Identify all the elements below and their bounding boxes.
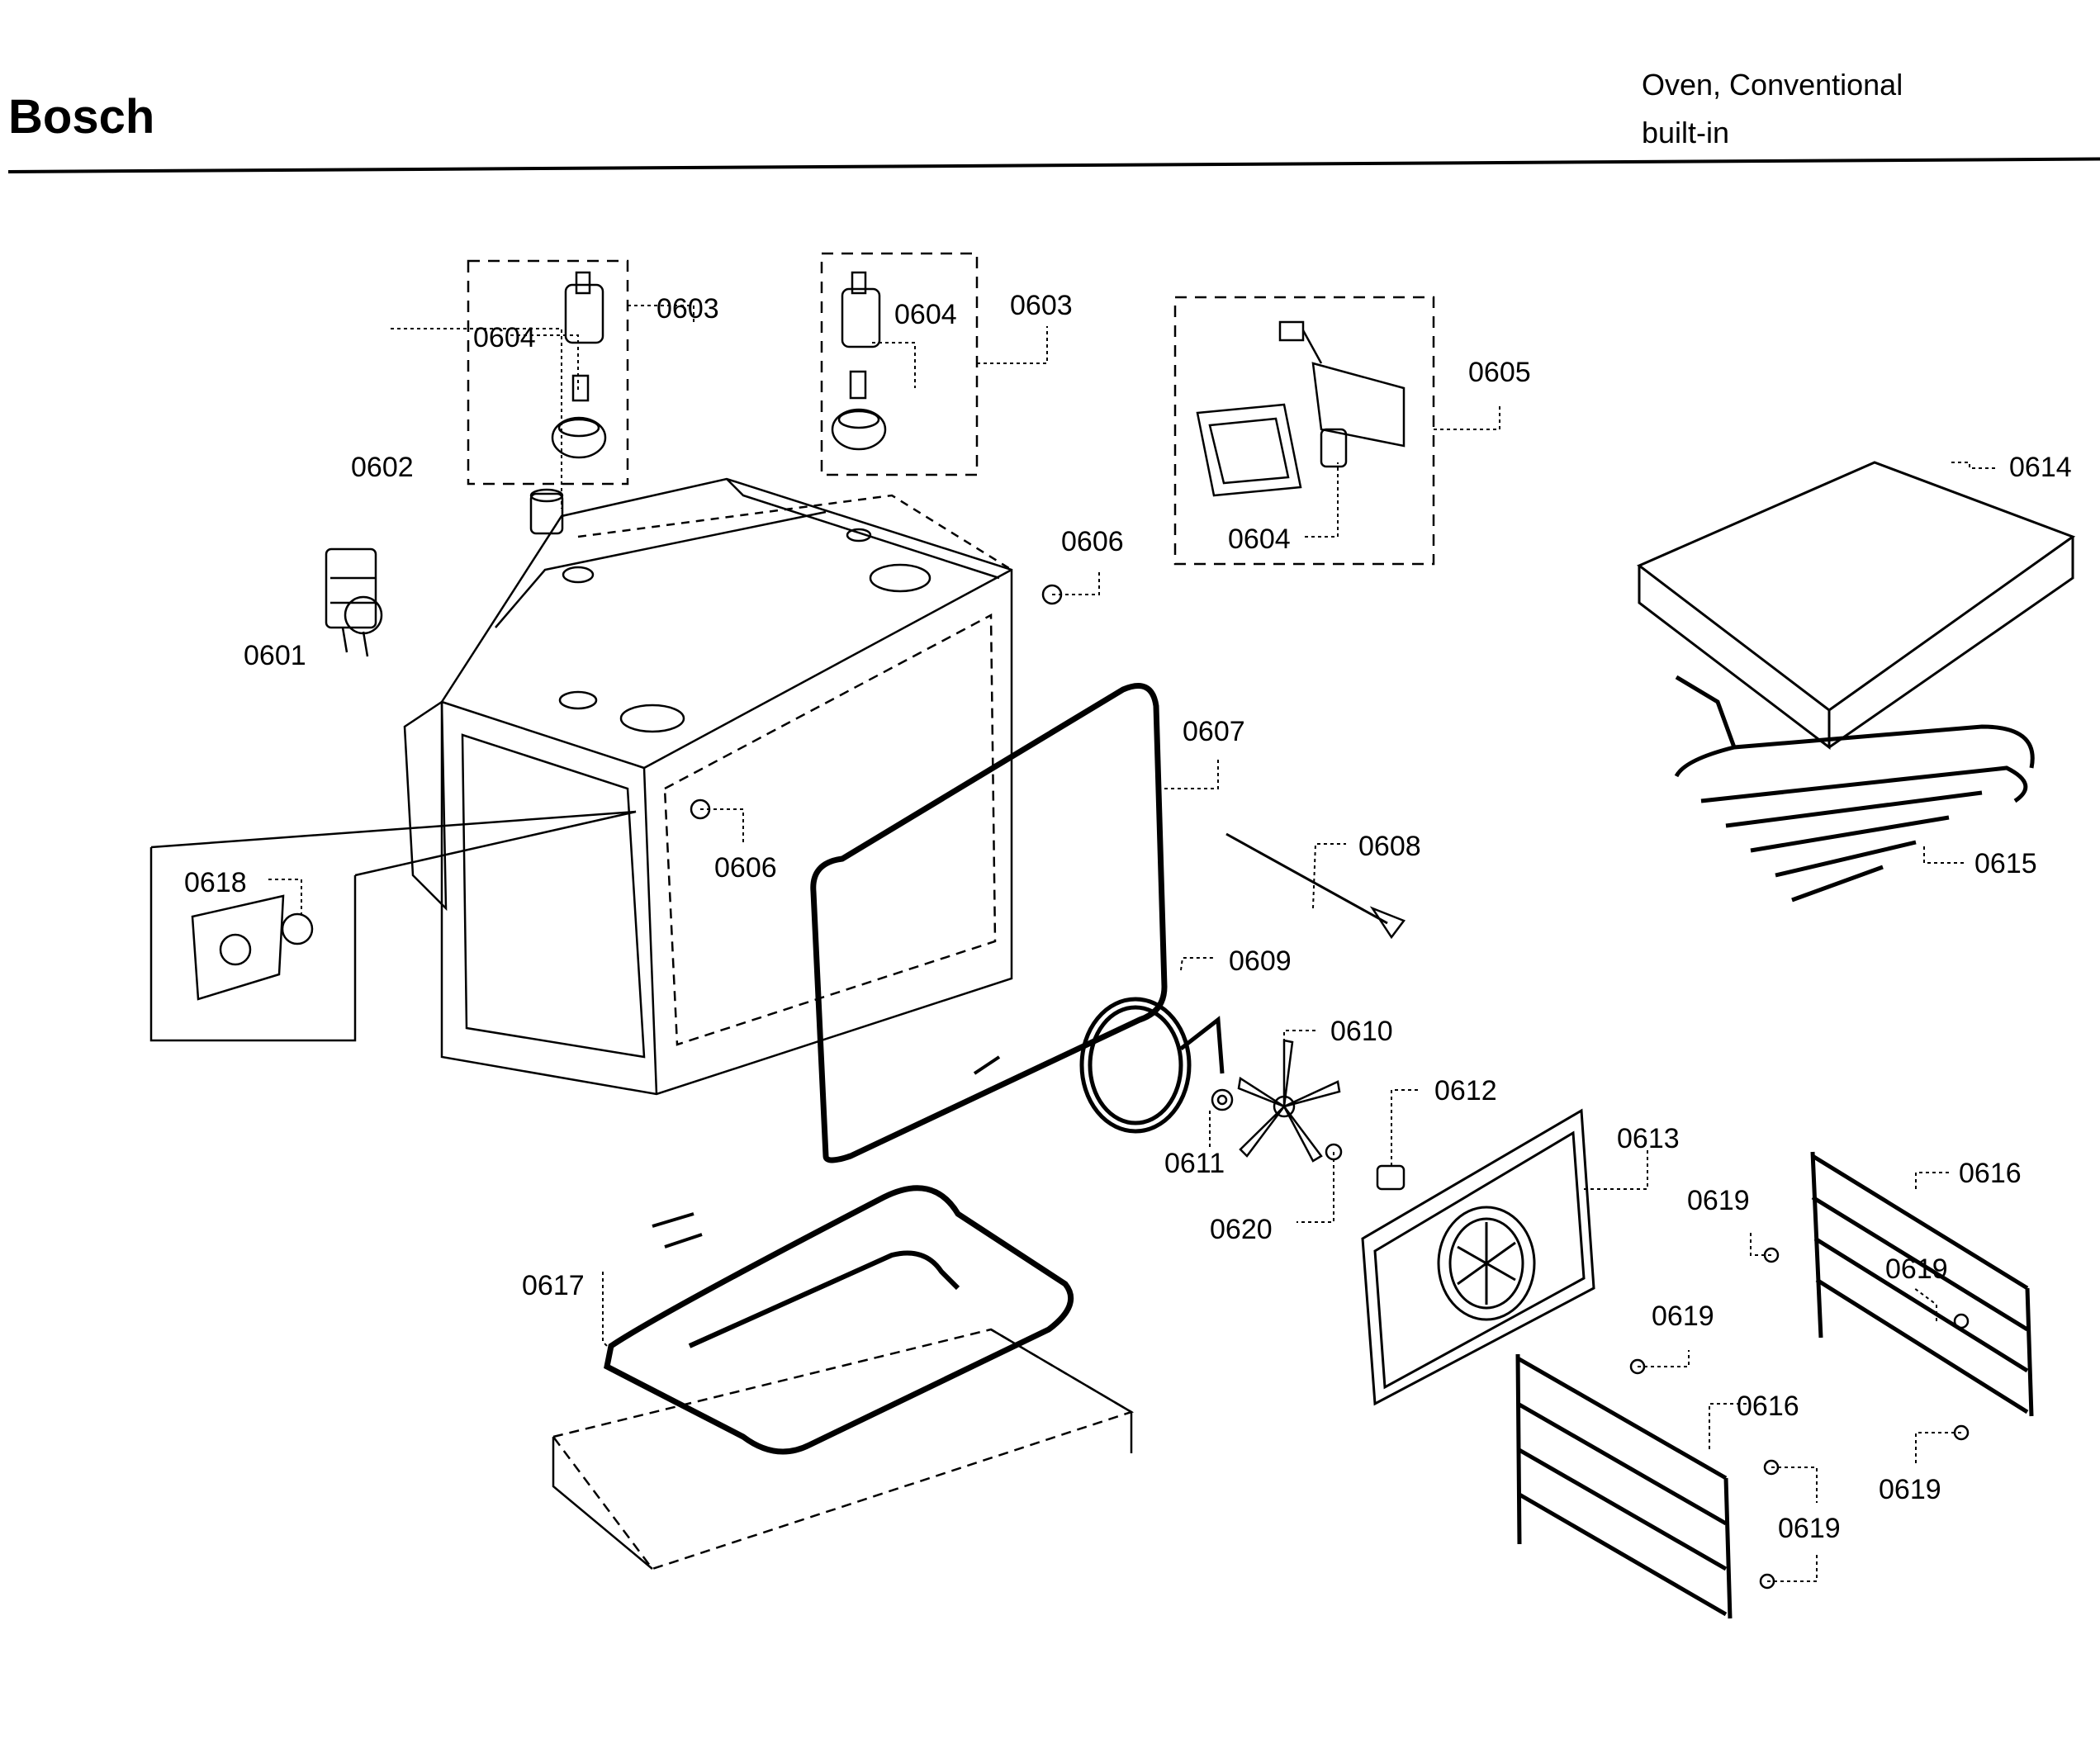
label-0619-a: 0619	[1687, 1185, 1750, 1216]
top-heating-element	[1674, 675, 2035, 903]
label-0619-e: 0619	[1778, 1513, 1841, 1544]
label-0612: 0612	[1434, 1075, 1497, 1106]
label-0609: 0609	[1229, 945, 1292, 977]
rack-guide-left	[1515, 1353, 1733, 1619]
label-0604-right: 0604	[894, 299, 957, 330]
label-0603-right: 0603	[1010, 290, 1073, 321]
label-0602: 0602	[351, 452, 414, 483]
label-0603-left: 0603	[657, 293, 719, 325]
nut-0611	[1211, 1088, 1234, 1111]
brand-title: Bosch	[8, 90, 155, 144]
label-0619-c: 0619	[1879, 1474, 1941, 1505]
label-0616-left: 0616	[1737, 1391, 1799, 1422]
part-labels: 0601 0602 0603 0603 0604 0604 0604 0605 …	[184, 290, 2072, 1544]
convection-element	[1079, 997, 1225, 1134]
screws-0606	[690, 584, 1063, 820]
rack-guide-right	[1810, 1151, 2034, 1417]
socket-0602	[529, 488, 564, 535]
lamp-assembly-left	[551, 271, 607, 459]
label-0620: 0620	[1210, 1214, 1273, 1245]
label-0607: 0607	[1183, 716, 1245, 747]
label-0618: 0618	[184, 867, 247, 898]
fan-blade	[1237, 1039, 1341, 1163]
fan-motor	[325, 547, 383, 657]
appliance-type: Oven, Conventional	[1642, 68, 1903, 102]
leader-lines	[268, 305, 1998, 1582]
label-0604-side: 0604	[1228, 524, 1291, 555]
label-0614: 0614	[2009, 452, 2072, 483]
label-0606-top: 0606	[1061, 526, 1124, 557]
label-0616-right: 0616	[1959, 1158, 2022, 1189]
lamp-assembly-side	[1196, 320, 1406, 497]
appliance-subtype: built-in	[1642, 116, 1730, 149]
label-0605: 0605	[1468, 357, 1531, 388]
label-0619-b: 0619	[1885, 1253, 1948, 1285]
inset-0618	[149, 810, 637, 1042]
top-element-cover	[1637, 461, 2076, 751]
door-gasket	[810, 683, 1168, 1163]
label-0604-left: 0604	[473, 322, 536, 353]
fan-cover-panel	[1361, 1108, 1595, 1406]
label-0617: 0617	[522, 1270, 585, 1301]
label-0615: 0615	[1974, 848, 2037, 879]
label-0610: 0610	[1330, 1016, 1393, 1047]
label-0608: 0608	[1358, 831, 1421, 862]
label-0601: 0601	[244, 640, 306, 671]
label-0606-front: 0606	[714, 852, 777, 884]
lamp-assembly-right	[831, 271, 887, 451]
bottom-heating-element	[551, 1185, 1135, 1571]
label-0611: 0611	[1164, 1148, 1225, 1179]
temperature-sensor	[1225, 832, 1406, 940]
oven-cavity	[403, 477, 1013, 1096]
label-0613: 0613	[1617, 1123, 1680, 1154]
label-0619-d: 0619	[1652, 1301, 1714, 1332]
